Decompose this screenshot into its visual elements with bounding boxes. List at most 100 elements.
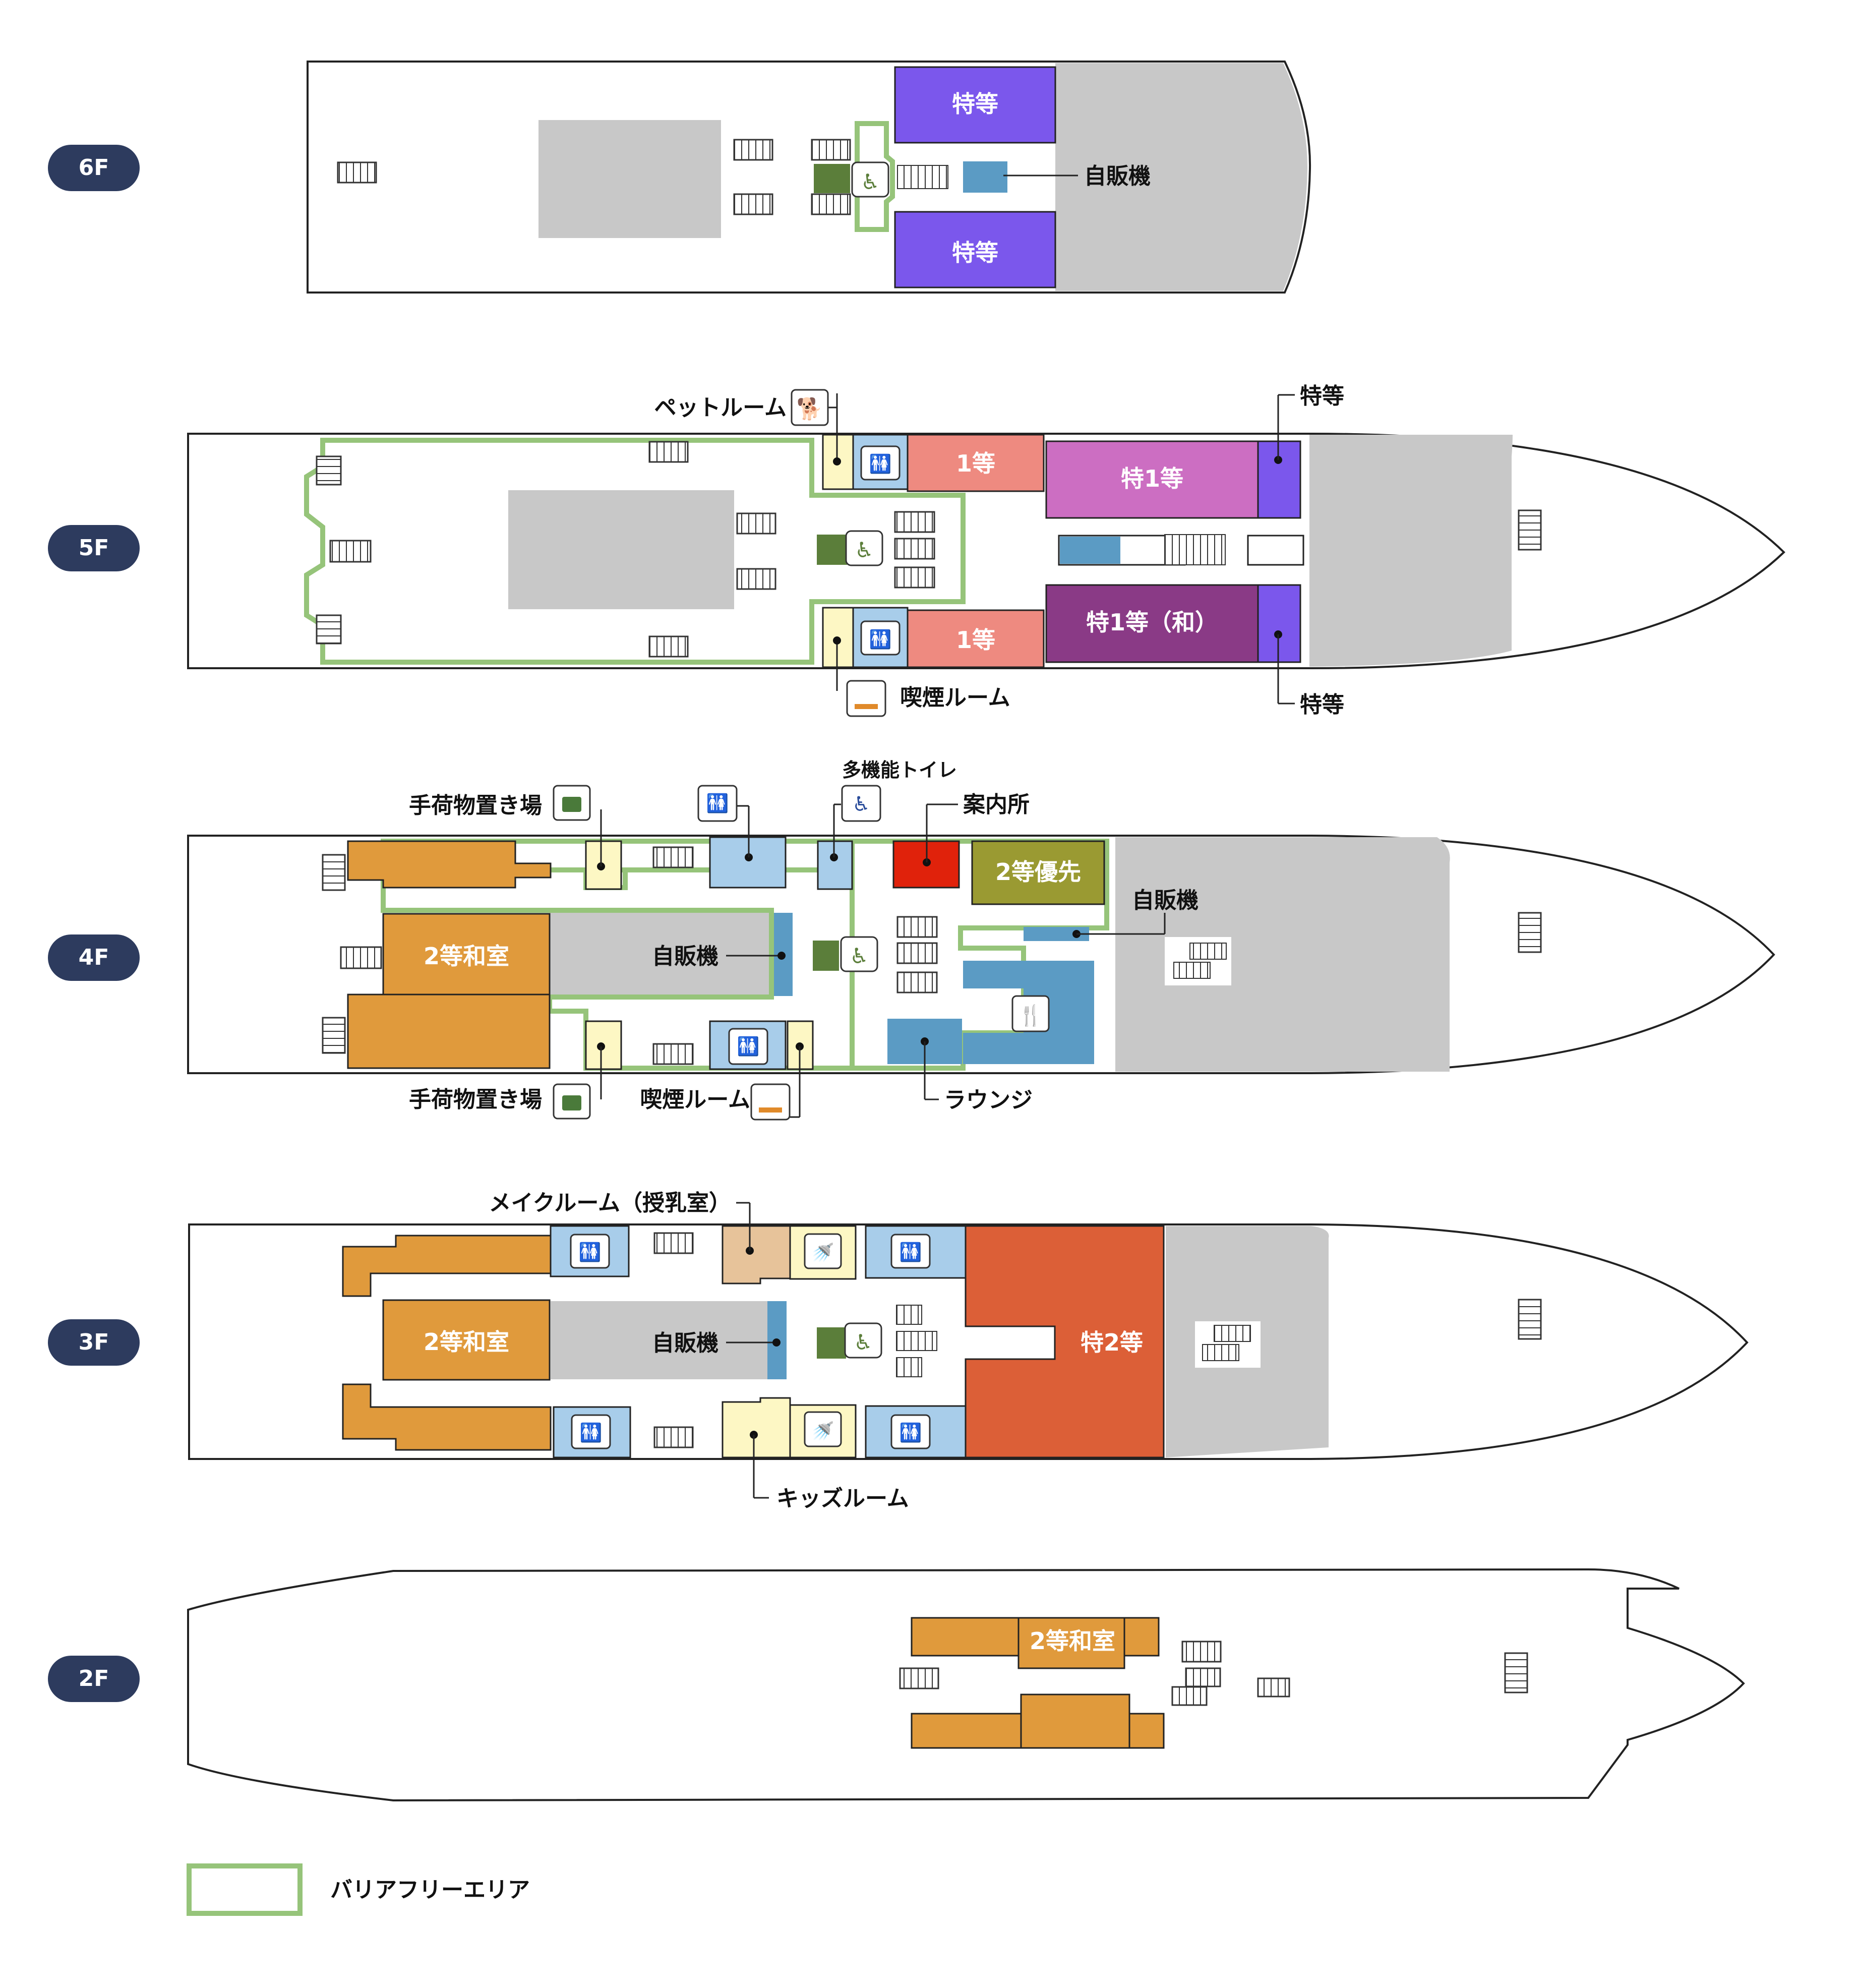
stairs-icon: [1181, 1641, 1222, 1663]
vending-label: 自販機: [652, 1330, 718, 1356]
stairs-icon: [896, 1331, 937, 1351]
stairs-icon: [652, 846, 694, 868]
special-second-class: [965, 1225, 1165, 1458]
accessible-elevator-icon: ♿: [840, 936, 878, 972]
lounge-label: ラウンジ: [944, 1087, 1033, 1113]
stairs-icon: [733, 193, 773, 215]
stairs-icon: [894, 538, 935, 560]
cabin-label: 特1等（和）: [1086, 609, 1218, 636]
stairs-icon: [1518, 509, 1542, 551]
elevator: [817, 1327, 846, 1359]
smoking-room-label: 喫煙ルーム: [900, 685, 1010, 711]
luggage-icon: [553, 1083, 591, 1120]
deck-2f: 2等和室: [187, 1568, 1745, 1802]
deck-4f: 2等和室 ♿ 2等優先 🍴 手荷物置き場 🚻: [187, 759, 1775, 1121]
svg-text:🚻: 🚻: [737, 1036, 760, 1057]
svg-text:🚿: 🚿: [812, 1421, 834, 1442]
stairs-icon: [1518, 1299, 1542, 1340]
svg-text:2F: 2F: [79, 1666, 109, 1691]
cabin-label: 1等: [956, 626, 995, 654]
svg-text:🚻: 🚻: [580, 1422, 603, 1443]
stairs-icon: [736, 512, 776, 535]
svg-text:5F: 5F: [79, 535, 109, 561]
stairs-icon: [1171, 1686, 1208, 1706]
vending-machine: [963, 161, 1007, 193]
restroom-icon: 🚻: [860, 620, 901, 656]
special-first-jp: [1045, 584, 1259, 663]
stairs-icon: [648, 441, 689, 463]
svg-text:♿: ♿: [854, 1330, 873, 1355]
barrier-free-label: バリアフリーエリア: [330, 1877, 530, 1903]
stairs-icon: [894, 511, 935, 533]
stairs-icon: [1257, 1677, 1290, 1698]
stairs-icon: [896, 916, 938, 938]
stairs-icon: [896, 1305, 922, 1325]
luggage-label: 手荷物置き場: [409, 1087, 542, 1113]
stairs-icon: [340, 946, 382, 969]
cabin-label: 特等: [952, 90, 998, 118]
floor-badge-6f: 6F: [48, 145, 140, 191]
accessible-elevator-icon: ♿: [851, 161, 889, 198]
stairs-icon: [896, 1357, 922, 1377]
cabin-label: 1等: [956, 450, 995, 477]
restroom-icon: 🚻: [890, 1414, 931, 1449]
tokuto-bottom: [1257, 584, 1301, 663]
stairs-icon: [811, 139, 851, 161]
stairs-icon: [648, 635, 689, 658]
svg-text:6F: 6F: [79, 155, 109, 181]
smoking-icon: [750, 1083, 791, 1121]
second-class-jp-room: [382, 913, 551, 998]
svg-text:🚻: 🚻: [706, 793, 729, 814]
make-room: [722, 1225, 791, 1284]
vending-label: 自販機: [1132, 888, 1199, 913]
cabin-label: 特等: [952, 239, 998, 266]
cabin-label: 2等和室: [424, 1328, 509, 1356]
pet-room-label: ペットルーム: [654, 395, 787, 421]
info-desk-label: 案内所: [963, 792, 1030, 817]
svg-text:🚻: 🚻: [869, 453, 892, 475]
svg-text:♿: ♿: [850, 944, 869, 968]
restroom-icon: 🚻: [860, 445, 901, 481]
luggage-area: [585, 840, 622, 890]
stairs-icon: [329, 540, 372, 563]
vending-label: 自販機: [652, 944, 718, 969]
restroom-icon: 🚻: [890, 1234, 931, 1269]
luggage-label: 手荷物置き場: [409, 793, 542, 818]
stairs-icon: [1214, 1325, 1251, 1342]
luggage-icon: [553, 785, 591, 821]
svg-text:4F: 4F: [79, 945, 109, 970]
restroom: [709, 836, 787, 889]
legend: バリアフリーエリア: [187, 1863, 530, 1916]
cabin-label: 特1等: [1121, 465, 1183, 492]
stairs-icon: [322, 1017, 346, 1054]
svg-text:🐕: 🐕: [797, 396, 823, 421]
stairs-icon: [897, 165, 948, 189]
svg-text:🚻: 🚻: [900, 1422, 922, 1443]
stairs-icon: [322, 854, 346, 891]
cabin-label: 2等和室: [424, 943, 509, 970]
restroom-icon: 🚻: [728, 1028, 768, 1065]
stairs-icon: [1504, 1652, 1528, 1693]
svg-text:♿: ♿: [861, 169, 880, 194]
second-class-priority: [971, 840, 1105, 905]
tokuto-label: 特等: [1300, 383, 1344, 409]
stairs-icon: [896, 971, 938, 993]
stairs-icon: [316, 614, 342, 645]
vending-label: 自販機: [1084, 163, 1151, 189]
pet-icon: 🐕: [791, 389, 829, 426]
accessible-elevator-icon: ♿: [845, 530, 883, 566]
stairs-icon: [1185, 1667, 1221, 1687]
deck-5f: ♿ 🚻 🚻 1等 1等 特1等 特1等（和） ペットルーム: [187, 383, 1785, 718]
kids-room: [722, 1397, 791, 1458]
cabin-label: 特2等: [1081, 1329, 1143, 1356]
stairs-icon: [652, 1043, 694, 1065]
svg-text:🚻: 🚻: [869, 629, 892, 650]
second-class-jp-room: [382, 1299, 551, 1381]
svg-text:♿: ♿: [852, 793, 870, 816]
deck-3f: 2等和室 🚻 🚻 自販機 🚿 🚿: [188, 1190, 1749, 1511]
stairs-icon: [337, 161, 377, 184]
special-first-class: [1045, 440, 1259, 519]
make-room-label: メイクルーム（授乳室）: [489, 1190, 731, 1216]
first-class-bottom: [907, 609, 1045, 668]
cabin-tokuto-bottom: [894, 211, 1056, 288]
